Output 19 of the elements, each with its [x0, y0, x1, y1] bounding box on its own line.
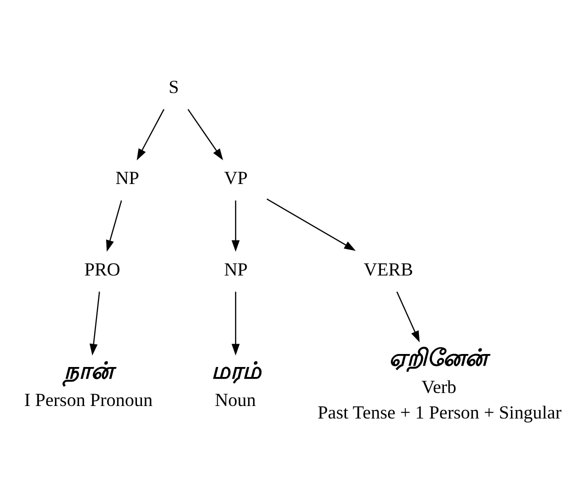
node-text: NP	[116, 168, 140, 188]
arrow	[396, 292, 420, 342]
arrow	[188, 108, 224, 160]
node-text: மரம்	[211, 357, 262, 384]
arrow	[232, 200, 240, 252]
node-text: NP	[224, 259, 248, 280]
node-text: PRO	[84, 259, 120, 280]
arrow	[136, 109, 164, 160]
node-label: Past Tense + 1 Person + Singular	[318, 402, 562, 422]
node-label: Verb	[422, 377, 456, 398]
node-text: VERB	[364, 259, 414, 280]
node-text: VP	[224, 168, 248, 188]
arrow	[90, 292, 100, 356]
node-label: Noun	[214, 390, 256, 410]
arrow	[232, 292, 240, 356]
node-text: S	[168, 76, 179, 97]
node-label: I Person Pronoun	[24, 390, 153, 410]
arrow	[106, 200, 122, 252]
arrow	[266, 198, 356, 251]
